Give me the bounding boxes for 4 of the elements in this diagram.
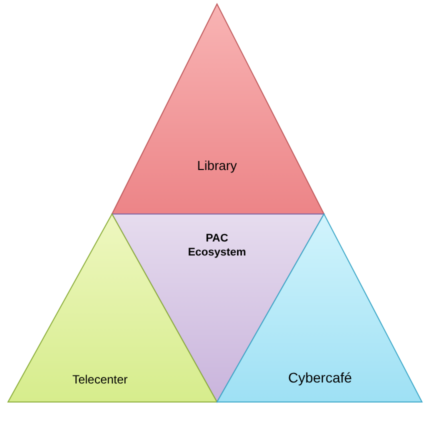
triangle-label: PAC Ecosystem [186, 232, 248, 260]
triangle-label: Telecenter [71, 372, 129, 388]
triangle-label: Cybercafé [287, 369, 353, 387]
triangle-label: Library [196, 158, 238, 174]
